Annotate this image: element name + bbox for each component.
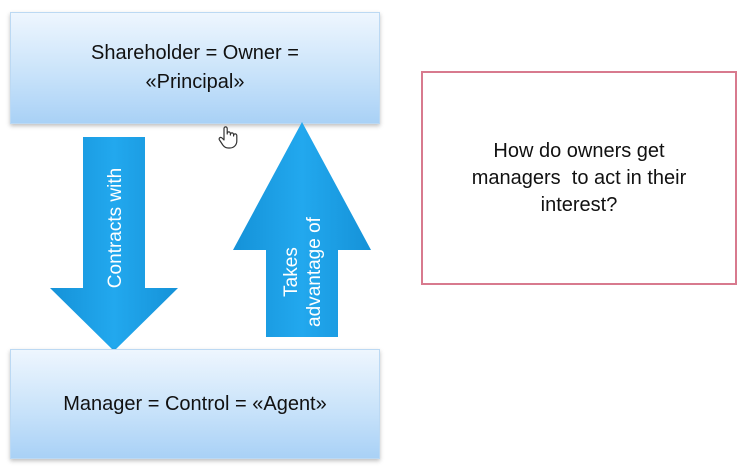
- takes-advantage-arrow: Takes advantage of: [233, 122, 371, 337]
- takes-advantage-label-1: Takes: [281, 247, 302, 297]
- down-arrow-shape: [50, 137, 178, 351]
- question-line-2: managers to act in their: [471, 166, 687, 189]
- question-text: How do owners get managers to act in the…: [472, 138, 687, 219]
- agent-box: Manager = Control = «Agent»: [10, 349, 380, 459]
- contracts-with-label: Contracts with: [105, 168, 126, 288]
- question-line-3: interest?: [540, 193, 618, 216]
- question-line-1: How do owners get: [493, 139, 665, 162]
- contracts-with-arrow: Contracts with: [50, 137, 178, 351]
- principal-line-2: «Principal»: [145, 71, 245, 93]
- principal-box: Shareholder = Owner = «Principal»: [10, 12, 380, 124]
- principal-text: Shareholder = Owner = «Principal»: [91, 39, 299, 97]
- up-arrow-shape: [233, 122, 371, 337]
- agent-text: Manager = Control = «Agent»: [63, 392, 327, 415]
- question-box: How do owners get managers to act in the…: [421, 71, 737, 285]
- principal-line-1: Shareholder = Owner =: [91, 42, 299, 64]
- takes-advantage-label-2: advantage of: [304, 216, 325, 327]
- hand-pointer-icon: [216, 124, 242, 155]
